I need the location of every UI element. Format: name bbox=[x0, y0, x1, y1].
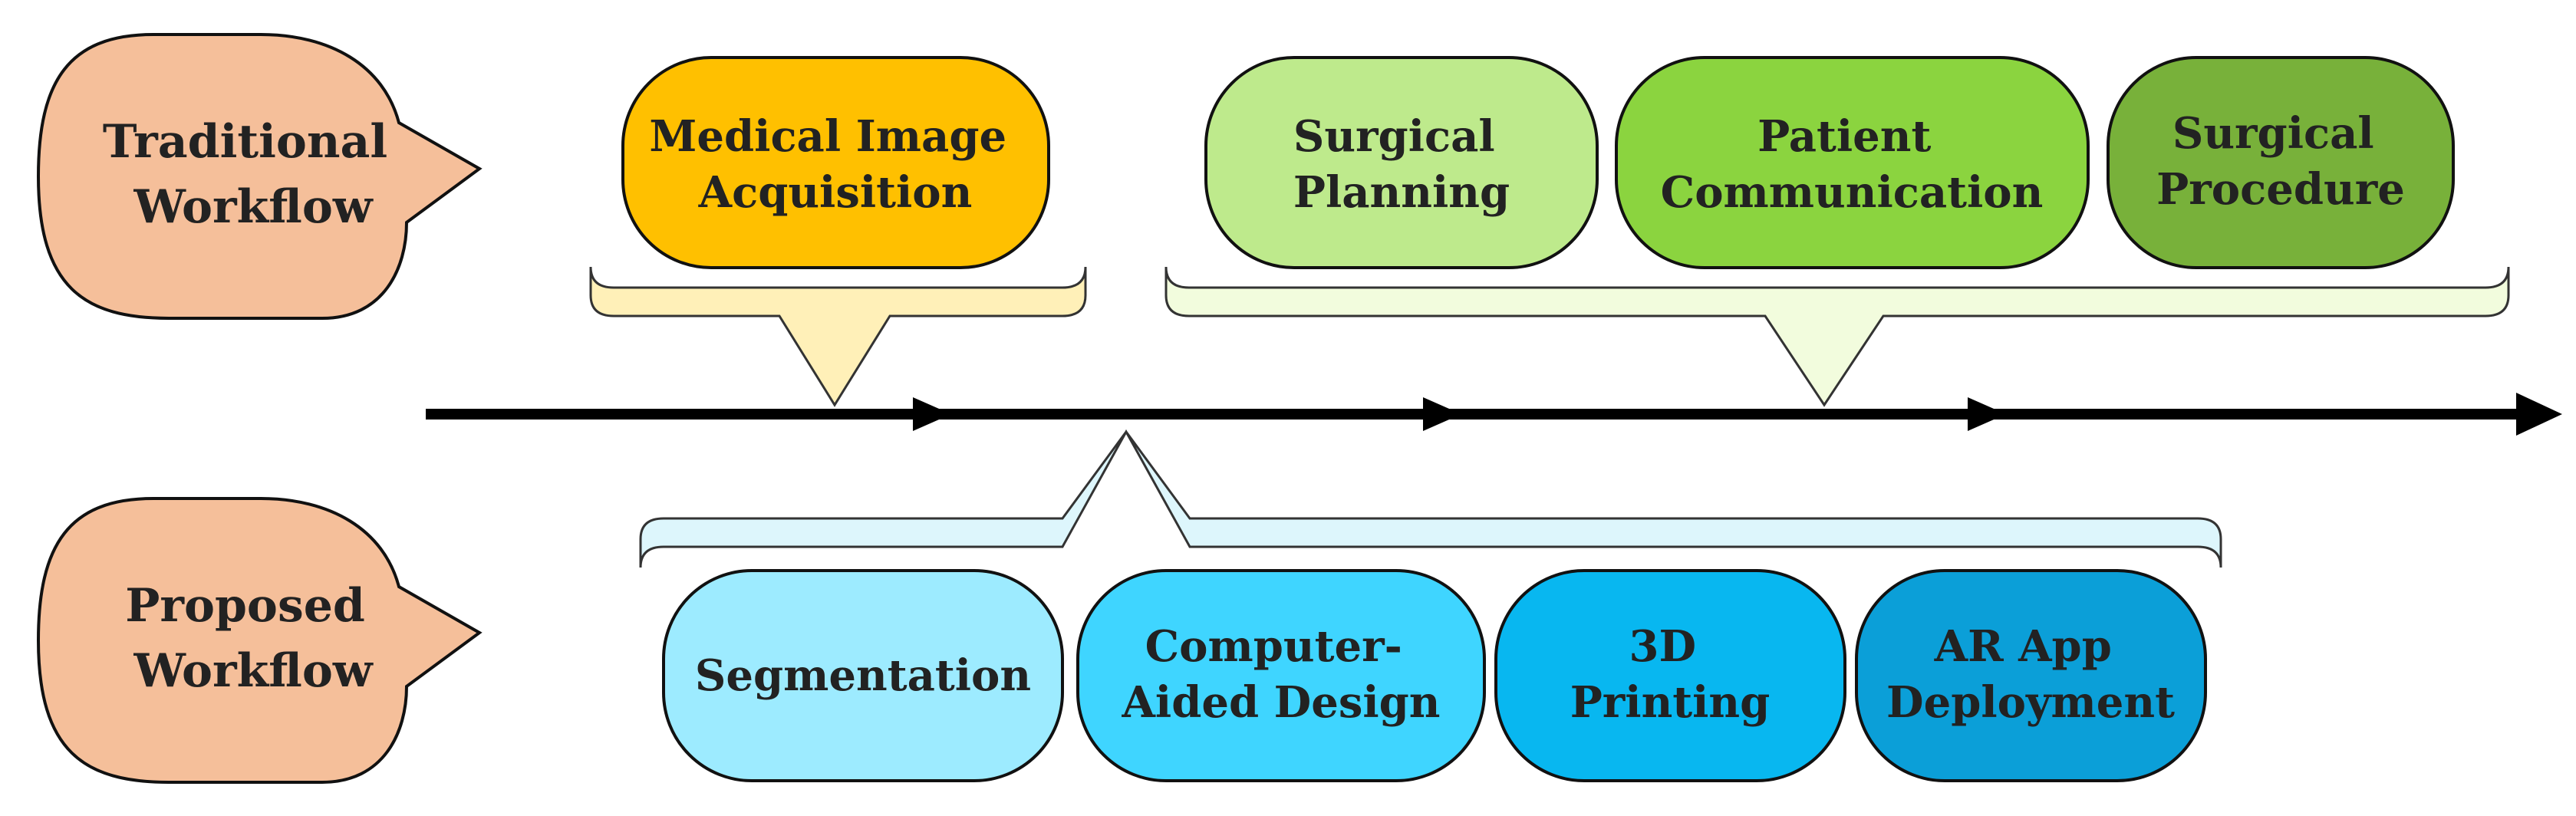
traditional-label-line-1: Traditional bbox=[103, 115, 387, 169]
timeline-arrowhead-1 bbox=[913, 397, 951, 431]
traditional-label-line-2: Workflow bbox=[133, 180, 374, 234]
step-label: Computer- Aided Design bbox=[1121, 621, 1440, 728]
step-label-line-1: Patient bbox=[1757, 111, 1931, 162]
step-label-line-1: Segmentation bbox=[695, 650, 1031, 701]
step-box bbox=[2107, 56, 2455, 269]
step-label-line-1: Computer- bbox=[1145, 621, 1402, 672]
traditional-workflow-label: Traditional Workflow bbox=[103, 115, 404, 234]
proposed-step-2: Computer- Aided Design bbox=[1076, 569, 1486, 782]
step-label-line-2: Communication bbox=[1661, 167, 2044, 218]
step-label: AR App Deployment bbox=[1886, 621, 2175, 728]
step-label: Segmentation bbox=[695, 650, 1031, 701]
proposed-callout-shape bbox=[36, 497, 483, 784]
step-label-line-2: Aided Design bbox=[1121, 677, 1440, 728]
step-label-line-1: Surgical bbox=[2172, 108, 2374, 159]
step-label: Patient Communication bbox=[1661, 111, 2044, 218]
timeline-arrowhead-end bbox=[2516, 393, 2562, 436]
step-box bbox=[1615, 56, 2090, 269]
step-label: Medical Image Acquisition bbox=[649, 111, 1021, 218]
traditional-step-3: Patient Communication bbox=[1615, 56, 2090, 269]
proposed-step-1: Segmentation bbox=[662, 569, 1064, 782]
traditional-step-4: Surgical Procedure bbox=[2107, 56, 2455, 269]
step-box bbox=[1494, 569, 1846, 782]
traditional-step-1: Medical Image Acquisition bbox=[621, 56, 1050, 269]
step-label-line-1: AR App bbox=[1934, 621, 2112, 672]
step-label-line-2: Deployment bbox=[1886, 677, 2175, 728]
step-label: Surgical Planning bbox=[1293, 111, 1510, 218]
proposed-workflow-label: Proposed Workflow bbox=[125, 579, 381, 698]
traditional-bracket-left bbox=[589, 266, 1087, 407]
step-box bbox=[621, 56, 1050, 269]
proposed-step-4: AR App Deployment bbox=[1855, 569, 2207, 782]
step-label-line-1: 3D bbox=[1629, 621, 1696, 672]
step-label: Surgical Procedure bbox=[2156, 108, 2405, 215]
proposed-bracket bbox=[639, 429, 2222, 568]
step-box bbox=[1855, 569, 2207, 782]
step-label-line-1: Medical Image bbox=[649, 111, 1006, 162]
traditional-callout-shape bbox=[36, 33, 483, 320]
step-label: 3D Printing bbox=[1570, 621, 1771, 728]
timeline-arrowhead-3 bbox=[1968, 397, 2006, 431]
step-label-line-2: Planning bbox=[1293, 167, 1510, 218]
traditional-bracket-right bbox=[1164, 266, 2510, 407]
proposed-label-line-2: Workflow bbox=[133, 644, 374, 698]
step-box bbox=[662, 569, 1064, 782]
traditional-step-2: Surgical Planning bbox=[1204, 56, 1599, 269]
timeline-arrowhead-2 bbox=[1423, 397, 1461, 431]
step-label-line-2: Acquisition bbox=[698, 167, 973, 218]
step-label-line-2: Procedure bbox=[2156, 164, 2405, 215]
step-label-line-1: Surgical bbox=[1293, 111, 1495, 162]
proposed-step-3: 3D Printing bbox=[1494, 569, 1846, 782]
step-label-line-2: Printing bbox=[1570, 677, 1771, 728]
step-box bbox=[1076, 569, 1486, 782]
step-box bbox=[1204, 56, 1599, 269]
proposed-label-line-1: Proposed bbox=[125, 579, 365, 633]
